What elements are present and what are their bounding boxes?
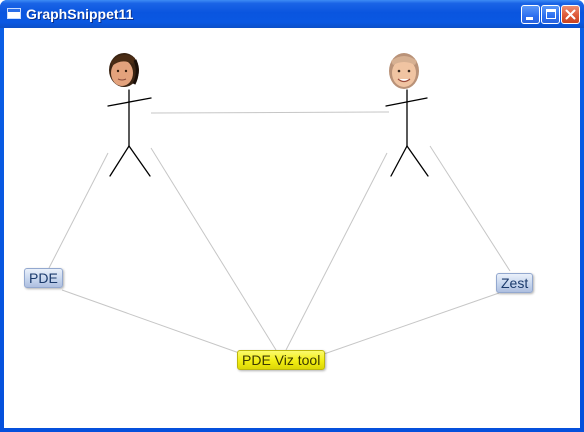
- close-icon: [565, 9, 576, 20]
- avatar: [389, 53, 419, 89]
- edge-person2-viz: [285, 152, 388, 351]
- window-icon[interactable]: [7, 8, 21, 19]
- person-node-1[interactable]: [107, 53, 152, 177]
- minimize-button[interactable]: [521, 5, 540, 24]
- node-pde[interactable]: PDE: [24, 268, 63, 288]
- close-button[interactable]: [561, 5, 580, 24]
- minimize-icon: [526, 17, 533, 20]
- graph-layer: [48, 53, 511, 355]
- node-zest[interactable]: Zest: [496, 273, 534, 293]
- person-node-2[interactable]: [385, 53, 429, 177]
- window-title: GraphSnippet11: [26, 6, 134, 22]
- graph-canvas[interactable]: PDE Zest PDE Viz tool: [4, 28, 580, 428]
- title-bar[interactable]: GraphSnippet11: [0, 0, 584, 28]
- edge-zest-viz: [323, 292, 500, 355]
- maximize-icon: [546, 9, 556, 19]
- edge-person2-zest: [429, 145, 511, 272]
- edge-person1-pde: [48, 152, 109, 269]
- maximize-button[interactable]: [541, 5, 560, 24]
- edge-pde-viz: [61, 289, 243, 355]
- edge-person1-person2: [150, 111, 390, 114]
- avatar: [109, 53, 139, 87]
- node-pde-viz-tool[interactable]: PDE Viz tool: [237, 350, 326, 370]
- edge-person1-viz: [150, 147, 277, 351]
